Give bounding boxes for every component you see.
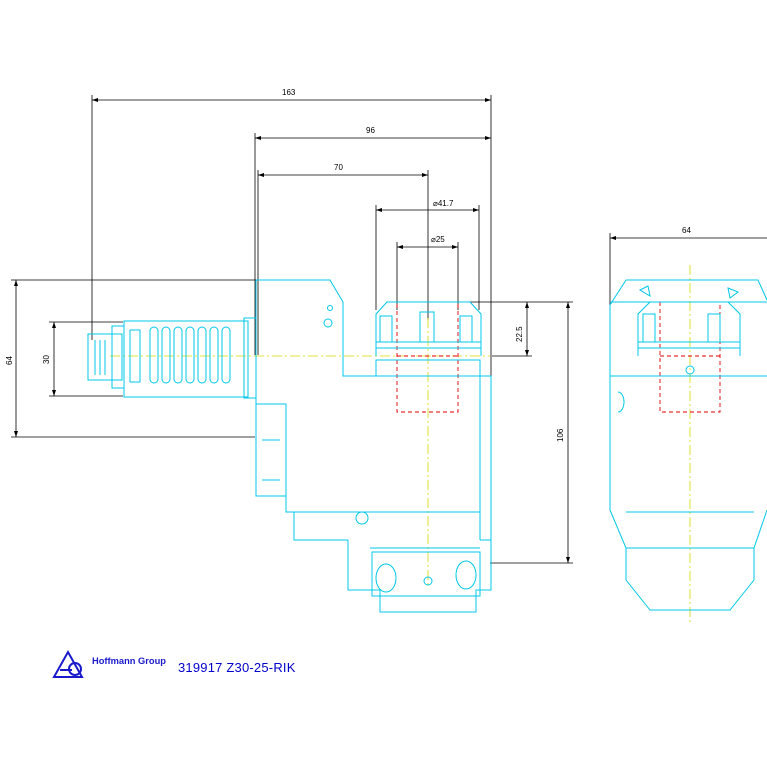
dim-96: 96 — [366, 126, 375, 135]
dim-163: 163 — [282, 88, 296, 97]
dim-64-right: 64 — [682, 226, 691, 235]
dim-70: 70 — [334, 163, 343, 172]
drawing-title: 319917 Z30-25-RIK — [178, 660, 296, 675]
dim-dia-41-7: ⌀41.7 — [433, 199, 454, 208]
dim-22-5: 22.5 — [515, 326, 524, 342]
center-lines — [110, 265, 691, 622]
company-logo: Hoffmann Group — [52, 649, 167, 678]
dim-dia-25: ⌀25 — [431, 235, 445, 244]
dimension-arrows — [14, 98, 616, 563]
dim-64-left: 64 — [5, 356, 14, 365]
logo-lettering: Hoffmann Group — [92, 656, 167, 666]
side-view-part — [87, 279, 492, 613]
designation: Z30-25-RIK — [226, 660, 296, 675]
hidden-lines — [396, 301, 721, 413]
dim-106: 106 — [556, 428, 565, 442]
part-number: 319917 — [178, 660, 223, 675]
front-view-part — [609, 279, 767, 611]
dim-30: 30 — [42, 355, 51, 364]
